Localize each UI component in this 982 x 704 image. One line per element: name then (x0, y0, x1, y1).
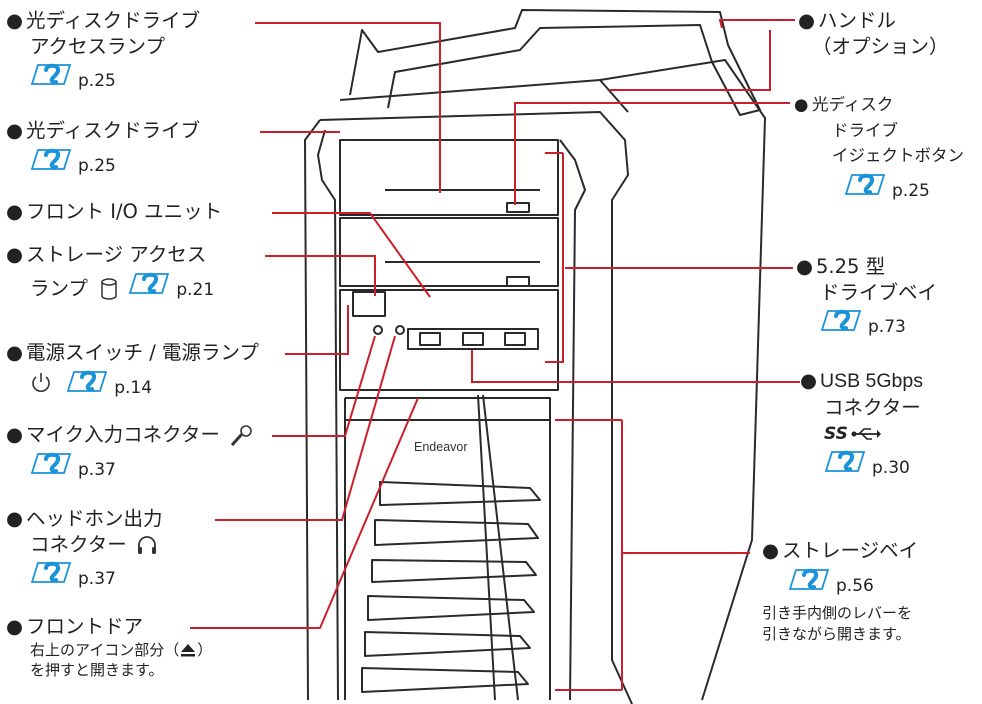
label-usb-line2: コネクター (824, 395, 921, 419)
leader-storage-bay (555, 419, 750, 691)
front-door (344, 397, 551, 700)
handle-frame (349, 9, 761, 116)
label-front-door-note1-end: ） (197, 640, 213, 659)
top-edge (339, 79, 629, 113)
label-odd-eject-line3: イジェクトボタン (832, 146, 964, 166)
label-odd-eject-line2: ドライブ (832, 120, 898, 140)
leader-power (285, 305, 349, 355)
label-odd-access-lamp: ●光ディスクドライブ アクセスランプ p.25 (6, 9, 201, 92)
front-frame (319, 111, 633, 704)
leader-storage-lamp (265, 255, 376, 296)
label-handle-line2: （オプション） (812, 34, 949, 58)
label-headphone-line2: コネクター (30, 532, 127, 556)
hand-pointer-icon (30, 557, 74, 584)
label-front-io: ●フロント I/O ユニット (6, 200, 223, 223)
hand-pointer-icon (30, 144, 74, 171)
leader-front-door (190, 397, 419, 629)
leader-bay525 (545, 152, 793, 363)
label-bay525: ●5.25 型 ドライブベイ p.73 (796, 255, 938, 338)
label-front-door-note1: 右上のアイコン部分（ (30, 640, 180, 659)
label-odd: ●光ディスクドライブ p.25 (6, 119, 201, 176)
page-ref[interactable]: p.30 (872, 458, 910, 479)
page-ref[interactable]: p.14 (114, 377, 153, 398)
brand-text: Endeavor (414, 440, 468, 454)
leader-odd-eject (514, 102, 790, 205)
side-panel (599, 59, 766, 701)
microphone-icon (230, 424, 252, 446)
page-ref[interactable]: p.56 (836, 575, 874, 596)
leader-lines (190, 19, 800, 691)
label-handle-line1: ハンドル (818, 9, 897, 32)
io-panel (339, 289, 559, 391)
pc-tower (304, 9, 766, 704)
label-power-line1: 電源スイッチ / 電源ランプ (26, 341, 259, 364)
label-usb: ●USB 5Gbps コネクター SS p.30 (800, 369, 923, 479)
bay-525-top (339, 139, 559, 216)
label-front-door: ●フロントドア 右上のアイコン部分（） を押すと開きます。 (6, 615, 213, 679)
label-odd-line1: 光ディスクドライブ (26, 119, 201, 142)
odd-eject-button-graphic (506, 202, 530, 213)
superspeed-usb-icon (851, 428, 881, 440)
label-bay525-line1: 5.25 型 (816, 255, 886, 278)
hand-pointer-icon (128, 268, 172, 295)
label-front-io-line1: フロント I/O ユニット (26, 200, 223, 223)
label-storage-bay: ●ストレージベイ p.56 引き手内側のレバーを 引きながら開きます。 (762, 539, 919, 643)
hand-pointer-icon (66, 366, 110, 393)
hand-pointer-icon (788, 564, 832, 591)
label-power: ●電源スイッチ / 電源ランプ p.14 (6, 341, 259, 398)
label-storage-bay-note1: 引き手内側のレバーを (762, 604, 913, 623)
headphone-icon (137, 536, 156, 555)
vent-1 (379, 481, 541, 506)
label-storage-lamp-line2: ランプ (30, 276, 88, 300)
label-usb-line1: USB 5Gbps (820, 370, 923, 392)
label-headphone: ●ヘッドホン出力 コネクター p.37 (6, 507, 163, 590)
label-front-door-line1: フロントドア (26, 615, 144, 638)
label-bay525-line2: ドライブベイ (820, 280, 938, 304)
power-button-graphic (352, 291, 386, 317)
cylinder-storage-icon (101, 278, 117, 300)
page-ref[interactable]: p.73 (868, 317, 906, 338)
leader-handle (610, 19, 795, 91)
label-odd-eject: ●光ディスク ドライブ イジェクトボタン p.25 (794, 95, 964, 201)
label-mic-line1: マイク入力コネクター (26, 423, 220, 446)
label-headphone-line1: ヘッドホン出力 (26, 507, 163, 530)
label-storage-lamp-line1: ストレージ アクセス (26, 243, 207, 266)
page-ref[interactable]: p.37 (78, 459, 116, 480)
bay-525-bottom (339, 217, 559, 287)
label-front-door-note2: を押すと開きます。 (30, 660, 164, 679)
hand-pointer-icon (824, 446, 868, 473)
page-ref[interactable]: p.37 (78, 569, 116, 590)
leader-usb (471, 350, 800, 383)
hand-pointer-icon (820, 305, 864, 332)
label-mic: ●マイク入力コネクター p.37 (6, 422, 253, 481)
hand-pointer-icon (30, 59, 74, 86)
leader-front-io (272, 212, 431, 298)
label-handle: ●ハンドル （オプション） (798, 9, 949, 58)
label-odd-access-lamp-line1: 光ディスクドライブ (26, 9, 201, 32)
leader-headphone (215, 335, 396, 521)
page-ref[interactable]: p.25 (78, 155, 116, 176)
label-storage-bay-note2: 引きながら開きます。 (762, 624, 911, 643)
hand-pointer-icon (844, 169, 888, 196)
page-ref[interactable]: p.25 (78, 71, 116, 92)
leader-mic (272, 335, 376, 437)
label-odd-access-lamp-line2: アクセスランプ (30, 34, 165, 58)
label-storage-bay-line1: ストレージベイ (782, 539, 919, 562)
page-ref[interactable]: p.25 (892, 180, 930, 201)
eject-icon (181, 644, 196, 657)
hand-pointer-icon (30, 448, 74, 475)
page-ref[interactable]: p.21 (176, 279, 215, 300)
label-storage-lamp: ●ストレージ アクセス ランプ p.21 (6, 243, 215, 300)
usb-ss-text: SS (824, 424, 848, 445)
leader-odd-access-lamp (255, 22, 441, 193)
power-icon (32, 372, 50, 392)
label-odd-eject-line1: 光ディスク (812, 95, 894, 114)
